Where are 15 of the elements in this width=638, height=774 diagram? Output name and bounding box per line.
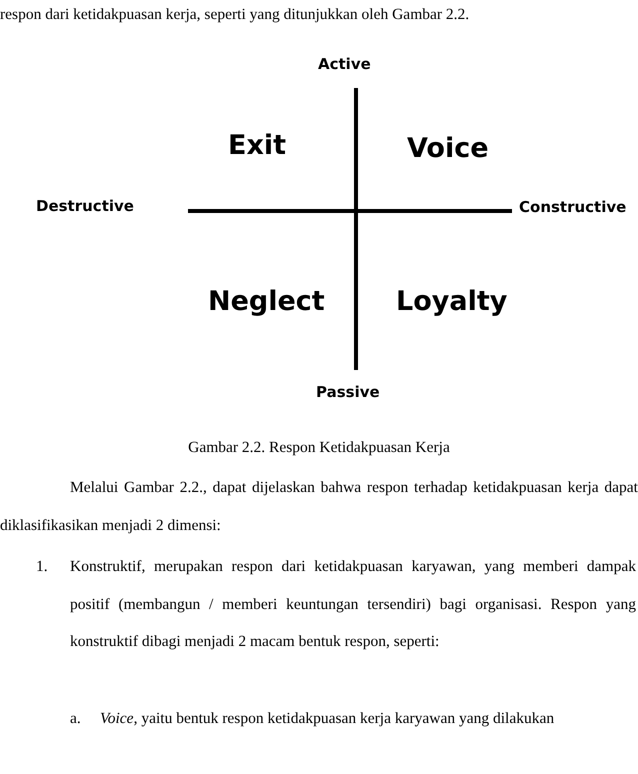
axis-label: Destructive — [36, 197, 134, 215]
paragraph: Voice, yaitu bentuk respon ketidakpuasan kerja karyawan yang dilakukan — [100, 709, 556, 729]
figure-caption: Gambar 2.2. Respon Ketidakpuasan Kerja — [187, 438, 451, 458]
list-number: 1. — [36, 557, 48, 577]
quadrant-label: Exit — [228, 130, 286, 161]
axis-label: Passive — [316, 383, 380, 401]
quadrant-label: Voice — [407, 133, 489, 164]
axis-label: Constructive — [519, 198, 626, 216]
quadrant-label: Loyalty — [396, 286, 508, 317]
paragraph: Melalui Gambar 2.2., dapat dijelaskan bahwa respon terhadap ketidakpuasan kerja dapat diklasifikasikan menjadi 2 dimensi: — [0, 478, 638, 536]
quadrant-label: Neglect — [208, 286, 325, 317]
list-letter: a. — [70, 709, 81, 729]
axis-label: Active — [318, 55, 371, 73]
paragraph: Konstruktif, merupakan respon dari ketidakpuasan karyawan, yang memberi dampak positif (membangun / memberi keuntungan tersendiri) bagi organisasi. Respon yang konstruktif dibagi menjadi 2 macam bentuk respon, seperti: — [70, 557, 636, 652]
body-text: respon dari ketidakpuasan kerja, seperti yang ditunjukkan oleh Gambar 2.2. — [0, 5, 470, 25]
